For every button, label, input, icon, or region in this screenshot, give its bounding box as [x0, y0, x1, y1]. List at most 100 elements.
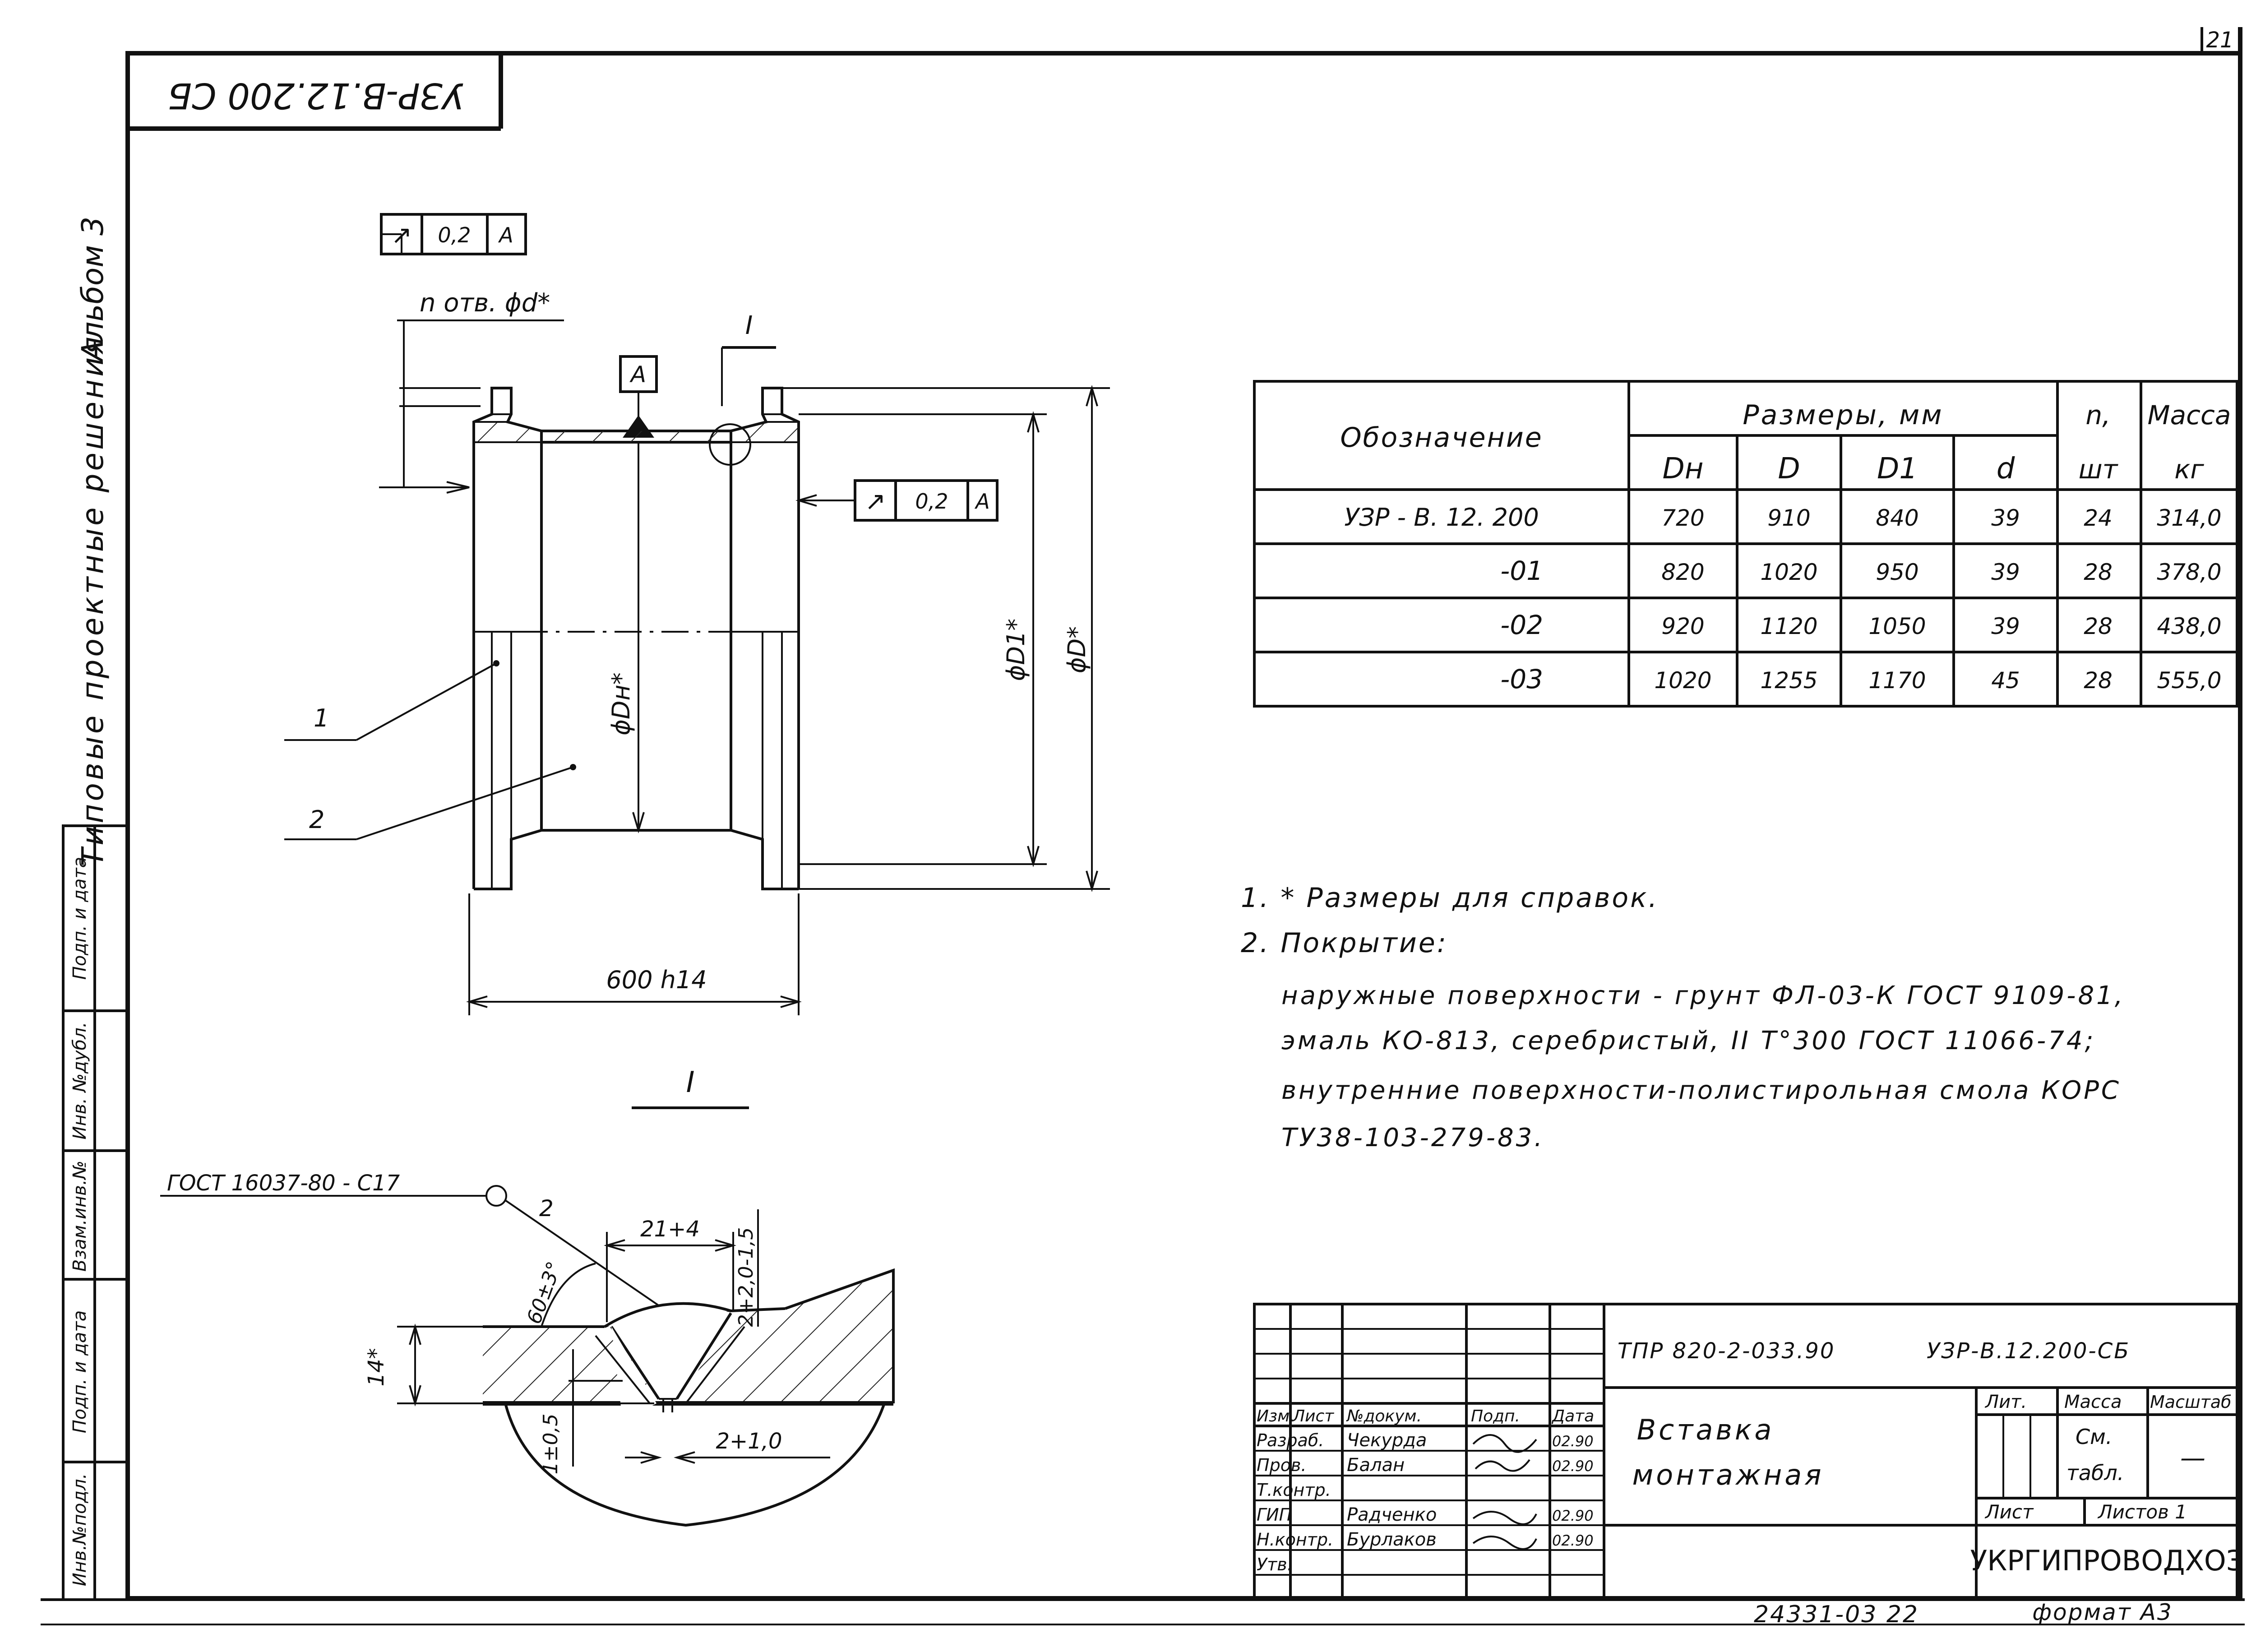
format-label: формат А3	[2032, 1599, 2173, 1625]
dim-bolt-circle: ϕD1*	[1002, 619, 1030, 681]
cell-n: 28	[2084, 667, 2113, 694]
dim-root-face: 1±0,5	[539, 1414, 562, 1475]
runout-datum: A	[498, 223, 513, 247]
side-stamp: Инв.№подл. Подп. и дата Взам.инв.№ Инв. …	[62, 824, 129, 1601]
tb-scale: Масштаб	[2150, 1392, 2232, 1412]
page-number: 21	[2206, 28, 2233, 53]
dim-pipe-diameter: ϕDн*	[607, 672, 635, 736]
tb-date: 02.90	[1552, 1507, 1594, 1524]
flange-right	[730, 387, 800, 890]
side-stamp-cell: Инв. №дубл.	[69, 1022, 90, 1140]
tb-date: 02.90	[1552, 1433, 1594, 1450]
sizes-table: Обозначение Размеры, мм n, шт Масса кг D…	[1253, 380, 2238, 708]
cell-d: 1020	[1760, 559, 1817, 585]
cell-hole: 39	[1991, 505, 2020, 531]
tb-name: Радченко	[1347, 1504, 1437, 1525]
runout-arrow-icon: ↗	[865, 487, 886, 516]
cell-n: 28	[2084, 559, 2113, 585]
tb-name: Чекурда	[1347, 1430, 1427, 1451]
tb-role: Т.контр.	[1257, 1480, 1331, 1500]
weld-leader-label: 2	[539, 1195, 554, 1222]
table-col-dn: Dн	[1662, 452, 1703, 486]
tb-date: 02.90	[1552, 1458, 1594, 1475]
runout-value: 0,2	[438, 223, 471, 247]
table-row: -03 1020 1255 1170 45 28 555,0	[1500, 664, 2221, 694]
tb-date: 02.90	[1552, 1532, 1594, 1549]
runout-value: 0,2	[915, 489, 948, 514]
table-col-d1: D1	[1877, 452, 1918, 486]
dim-plate-thickness: 14*	[364, 1348, 389, 1386]
tb-header: Подп.	[1471, 1407, 1520, 1425]
tb-header: Изм.	[1257, 1407, 1295, 1425]
tb-role: Н.контр.	[1257, 1530, 1333, 1550]
tb-sheets: Листов 1	[2097, 1501, 2187, 1523]
tb-scale-value: —	[2180, 1444, 2205, 1473]
cell-dn: 1020	[1654, 667, 1711, 694]
table-row: -02 920 1120 1050 39 28 438,0	[1500, 610, 2221, 640]
runout-tolerance-frame-1: ↗ 0,2 A	[380, 213, 527, 255]
cell-mass: 438,0	[2157, 613, 2221, 639]
dim-bevel-angle: 60±3°	[522, 1259, 566, 1327]
cell-designation: -02	[1500, 610, 1543, 640]
table-header-n-unit: шт	[2079, 454, 2119, 485]
side-stamp-cell: Подп. и дата	[69, 857, 90, 980]
note-1: 1. * Размеры для справок.	[1241, 882, 1659, 914]
section-mark-label: I	[745, 311, 753, 340]
table-col-hole: d	[1997, 452, 2015, 486]
part-name-2: монтажная	[1632, 1458, 1824, 1491]
tb-name: Бурлаков	[1347, 1529, 1437, 1550]
cell-d: 910	[1767, 505, 1810, 531]
tb-name: Балан	[1347, 1455, 1405, 1476]
leader-label: 2	[309, 805, 324, 834]
series-label: Типовые проектные решения	[75, 334, 110, 866]
doc-code: ТПР 820-2-033.90	[1618, 1338, 1835, 1364]
cell-mass: 555,0	[2157, 667, 2221, 694]
cell-d1: 1170	[1868, 667, 1926, 694]
table-header-mass-unit: кг	[2174, 454, 2204, 485]
main-drawing: ↗ 0,2 A n отв. ϕd* A I	[284, 213, 1110, 1015]
dim-reinforcement: 2+2,0-1,5	[735, 1227, 758, 1327]
cell-hole: 45	[1991, 667, 2020, 694]
side-stamp-cell: Взам.инв.№	[69, 1161, 90, 1272]
tb-header: Дата	[1551, 1407, 1594, 1425]
note-line: наружные поверхности - грунт ФЛ-03-К ГОС…	[1281, 981, 2125, 1010]
runout-tolerance-frame-2: ↗ 0,2 A	[795, 479, 999, 522]
cell-d1: 1050	[1868, 613, 1926, 639]
table-header-designation: Обозначение	[1340, 422, 1543, 453]
datum-label: A	[629, 361, 646, 388]
tb-role: ГИП	[1257, 1505, 1292, 1525]
runout-datum: A	[974, 489, 989, 514]
side-stamp-cell: Подп. и дата	[69, 1310, 90, 1433]
cell-dn: 820	[1661, 559, 1704, 585]
tb-role: Утв.	[1257, 1555, 1293, 1574]
tb-sheet: Лист	[1984, 1501, 2034, 1523]
cell-hole: 39	[1991, 613, 2020, 639]
table-header-n: n,	[2085, 400, 2110, 430]
cell-dn: 920	[1661, 613, 1704, 639]
holes-label: n отв. ϕd*	[420, 288, 550, 318]
dim-weld-width: 21+4	[640, 1217, 700, 1242]
dim-length: 600 h14	[606, 966, 707, 994]
cell-d: 1120	[1760, 613, 1817, 639]
tb-mass-value-2: табл.	[2066, 1461, 2124, 1485]
album-label: Альбом 3	[75, 217, 110, 363]
drawing-code: УЗР-В.12.200-СБ	[1927, 1338, 2130, 1364]
gost-label: ГОСТ 16037-80 - С17	[167, 1171, 400, 1196]
table-col-d: D	[1778, 452, 1800, 486]
note-line: внутренние поверхности-полистирольная см…	[1281, 1076, 2121, 1105]
table-header-mass: Масса	[2148, 400, 2231, 430]
cell-n: 24	[2084, 505, 2113, 531]
title-block: ТПР 820-2-033.90 УЗР-В.12.200-СБ Вставка…	[1253, 1303, 2244, 1600]
tb-role: Разраб.	[1257, 1430, 1324, 1450]
cell-d1: 950	[1876, 559, 1919, 585]
notes: 1. * Размеры для справок. 2. Покрытие: н…	[1241, 882, 2125, 1152]
dim-outer-diameter: ϕD*	[1063, 626, 1091, 673]
cell-mass: 378,0	[2157, 559, 2221, 585]
note-line: эмаль КО-813, серебристый, II Т°300 ГОСТ…	[1281, 1026, 2095, 1055]
tb-header: Лист	[1292, 1407, 1334, 1425]
tb-mass: Масса	[2064, 1392, 2122, 1412]
weld-detail: I ГОСТ 16037-80 - С17 2 21+4 2+2,0	[160, 1066, 895, 1527]
flange-left	[472, 387, 543, 890]
note-line: ТУ38-103-279-83.	[1281, 1123, 1544, 1152]
